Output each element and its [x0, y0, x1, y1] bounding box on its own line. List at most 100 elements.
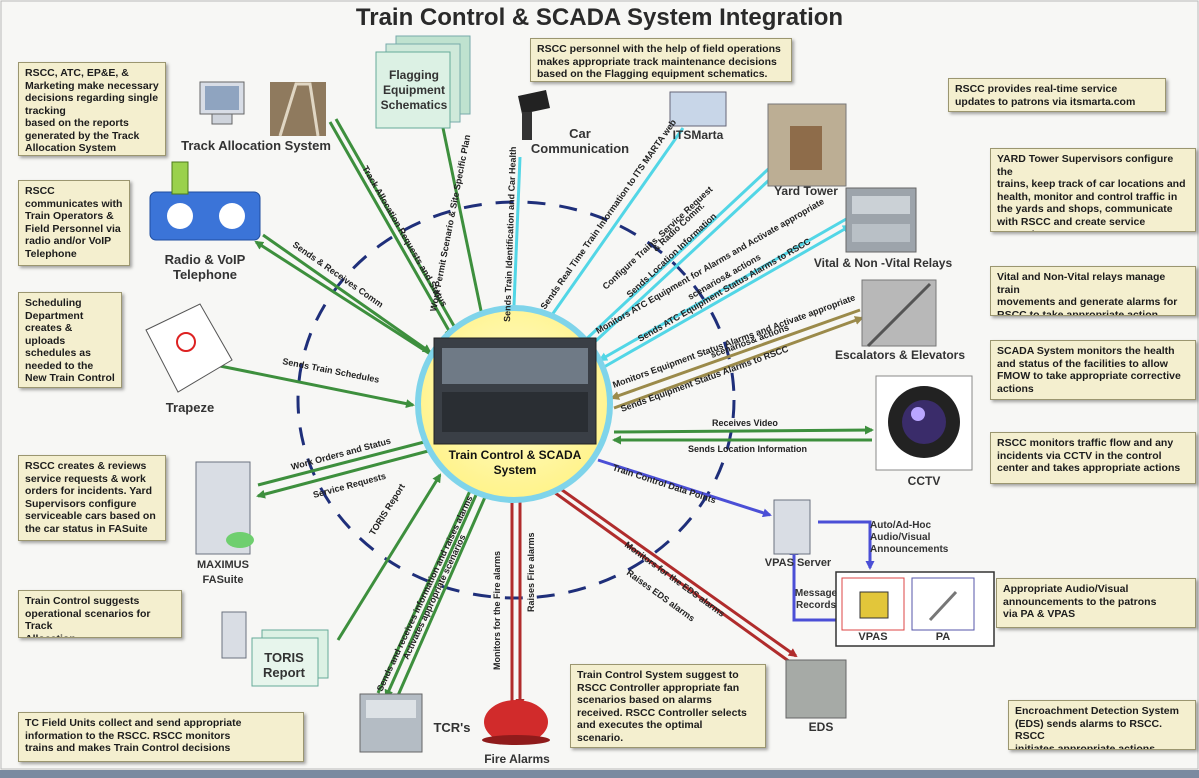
arrow-car-comm — [508, 156, 522, 332]
note-scheduling: Scheduling Department creates & uploads … — [18, 292, 122, 388]
arrow-tcr-in — [376, 480, 476, 694]
arrow-itsmarta — [538, 127, 685, 334]
note-flagging: RSCC personnel with the help of field op… — [530, 38, 792, 82]
arrow-escalator-in — [610, 308, 861, 400]
arrow-tcr-activate — [394, 487, 491, 701]
vpas-pa-box — [835, 571, 995, 647]
track-allocation-icon — [199, 81, 326, 137]
label-car-communication: Car Communication — [530, 126, 630, 156]
label-maximus: MAXIMUS FASuite — [197, 559, 249, 586]
green-connectors — [209, 118, 874, 701]
note-track-allocation: RSCC, ATC, EP&E, & Marketing make necess… — [18, 62, 166, 156]
label-tcrs: TCR's — [433, 720, 471, 735]
label-announcements: Auto/Ad-Hoc Audio/Visual Announcements — [870, 520, 949, 555]
arrow-track-allocation-2 — [334, 118, 460, 334]
arrow-radio-in — [262, 233, 432, 354]
arrow-flagging — [441, 127, 488, 332]
note-maximus: RSCC creates & reviews service requests … — [18, 455, 166, 541]
car-communication-icon — [518, 90, 550, 140]
flow-toris-report: TORIS Report — [367, 482, 407, 537]
label-track-allocation: Track Allocation System — [181, 138, 331, 153]
note-tcr: TC Field Units collect and send appropri… — [18, 712, 304, 762]
label-pa: PA — [935, 631, 951, 643]
label-itsmarta: ITSMarta — [672, 128, 724, 142]
label-flagging: Flagging Equipment Schematics — [380, 68, 448, 112]
note-cctv: RSCC monitors traffic flow and any incid… — [990, 432, 1196, 484]
relays-icon — [845, 187, 917, 253]
arrow-radio-out — [254, 240, 439, 361]
flow-data-points: Train Control Data Points — [611, 462, 717, 505]
arrow-yard-out — [584, 166, 784, 352]
itsmarta-icon — [669, 91, 727, 127]
arrow-toris — [336, 473, 442, 641]
flow-cctv-location: Sends Location Information — [688, 444, 807, 454]
note-eds: Encroachment Detection System (EDS) send… — [1008, 700, 1196, 750]
flow-monitor-fire: Monitors for the Fire alarms — [492, 551, 502, 670]
trapeze-icon — [145, 303, 233, 393]
cyan-connectors — [508, 127, 852, 369]
radio-icon — [149, 161, 261, 241]
label-yard-tower: Yard Tower — [774, 184, 838, 198]
note-yard-tower: YARD Tower Supervisors configure the tra… — [990, 148, 1196, 232]
eds-icon — [785, 659, 847, 719]
arrow-yard-in — [578, 158, 780, 347]
arrow-relays-out — [603, 224, 852, 369]
note-radio: RSCC communicates with Train Operators &… — [18, 180, 130, 266]
note-scada: SCADA System monitors the health and sta… — [990, 340, 1196, 400]
center-label: Train Control & SCADA System — [448, 448, 582, 477]
note-train-control: Train Control suggests operational scena… — [18, 590, 182, 638]
fire-alarm-icon — [482, 700, 550, 745]
arrow-tcr-out — [384, 485, 482, 699]
label-vpas-server: VPAS Server — [764, 557, 832, 569]
red-connectors — [507, 478, 798, 708]
label-escalators: Escalators & Elevators — [834, 348, 966, 362]
flow-receives-video: Receives Video — [712, 418, 778, 428]
label-toris: TORIS Report — [263, 650, 305, 680]
arrow-escalator-out — [613, 316, 864, 410]
control-room-screens — [442, 348, 588, 384]
arrow-announcements — [818, 520, 875, 570]
label-trapeze: Trapeze — [165, 400, 215, 415]
note-relays: Vital and Non-Vital relays manage train … — [990, 266, 1196, 316]
arrow-message-records — [789, 546, 842, 622]
page-title: Train Control & SCADA System Integration — [355, 4, 844, 31]
arrow-eds-out — [547, 478, 798, 658]
tcr-icon — [359, 693, 423, 753]
note-vpas: Appropriate Audio/Visual announcements t… — [996, 578, 1196, 628]
bottom-bar — [0, 770, 1199, 778]
flow-raise-fire: Raises Fire alarms — [526, 532, 536, 612]
control-room-desk — [442, 392, 588, 432]
arrow-relays-in — [598, 216, 849, 362]
note-fire-alarms: Train Control System suggest to RSCC Con… — [570, 664, 766, 748]
flow-tcr-info: Sends and receives information and raise… — [375, 494, 475, 693]
label-vpas: VPAS — [858, 631, 888, 643]
flagging-docs-icon — [375, 35, 471, 129]
flow-service-requests: Service Requests — [312, 471, 387, 500]
label-fire-alarms: Fire Alarms — [484, 752, 550, 766]
label-radio: Radio & VoIP Telephone — [164, 252, 246, 282]
flow-raise-eds: Raises EDS alarms — [625, 568, 697, 624]
cctv-icon — [875, 375, 973, 471]
arrow-service-requests — [256, 448, 433, 499]
arrow-track-allocation — [328, 121, 454, 338]
label-eds: EDS — [808, 720, 834, 734]
arrow-vpas-server — [597, 458, 772, 518]
label-relays: Vital & Non -Vital Relays — [813, 256, 953, 270]
arrow-eds-in — [538, 480, 791, 664]
escalators-icon — [861, 279, 937, 348]
vpas-server-icon — [773, 499, 811, 555]
yard-tower-icon — [767, 103, 847, 187]
label-message-records: Message Records — [794, 588, 838, 611]
maximus-server-icon — [195, 461, 254, 555]
note-itsmarta: RSCC provides real-time service updates … — [948, 78, 1166, 112]
label-cctv: CCTV — [907, 474, 941, 488]
blue-connectors — [597, 458, 875, 622]
arrow-trapeze — [209, 362, 415, 409]
flow-activate: Activates appropriate scenarios — [401, 533, 468, 661]
toris-icon — [221, 611, 329, 687]
dashed-orbit — [296, 200, 736, 600]
arrow-cctv-in — [613, 425, 874, 435]
